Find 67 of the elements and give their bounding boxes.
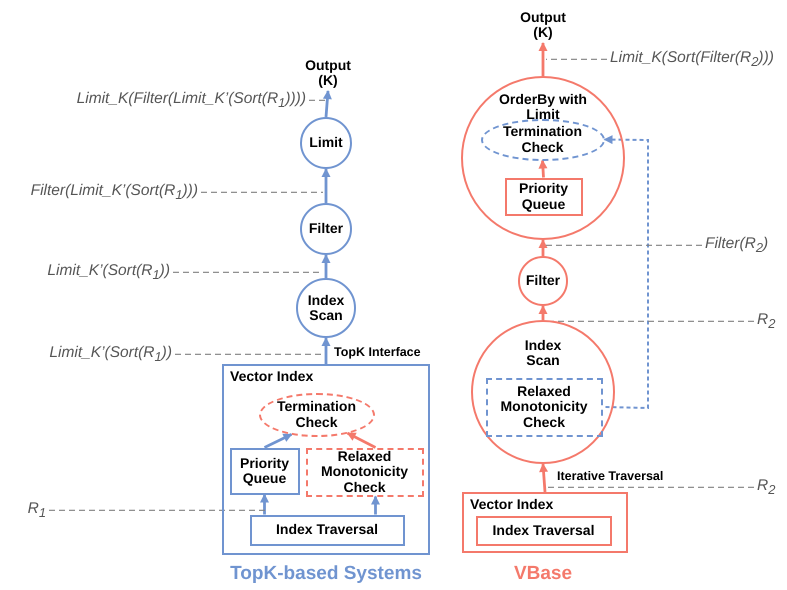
process-box [250, 514, 404, 546]
operator-circle [300, 117, 352, 169]
panel-caption: TopK-based Systems [230, 563, 422, 585]
arrow [604, 135, 649, 410]
node-label: Relaxed Monotonicity Check [499, 384, 589, 430]
operator-circle [461, 76, 625, 240]
arrow [538, 160, 548, 178]
node-label: Filter [526, 273, 560, 289]
formula-label: Filter(R$_{2}$) [705, 235, 768, 256]
node-label: Vector Index [230, 369, 314, 384]
node-label: Filter [308, 221, 344, 237]
arrow [322, 254, 330, 278]
arrow [371, 496, 380, 514]
leader-line [175, 354, 323, 355]
formula-label: R$_{2}$ [757, 311, 776, 332]
node-label: Vector Index [470, 497, 554, 512]
process-box [486, 378, 602, 436]
leader-line [546, 244, 702, 246]
arrow [346, 432, 376, 449]
node-label: Relaxed Monotonicity Check [320, 449, 410, 495]
leader-line [201, 192, 323, 193]
process-box [222, 364, 430, 555]
node-label: Index Scan [306, 292, 346, 324]
check-ellipse [480, 118, 604, 160]
leader-line [546, 58, 607, 60]
node-label: OrderBy with Limit [498, 92, 588, 122]
formula-label: Limit_K(Sort(Filter(R$_{2}$))) [610, 49, 774, 70]
formula-label: Filter(Limit_K’(Sort(R$_{1}$))) [30, 182, 198, 203]
process-box [462, 492, 628, 553]
node-label: Index Scan [524, 338, 562, 368]
formula-label: Limit_K’(Sort(R$_{1}$)) [49, 344, 172, 365]
operator-circle [518, 256, 568, 306]
node-label: Termination Check [502, 124, 584, 155]
process-box [306, 448, 424, 496]
leader-line [546, 486, 754, 488]
formula-label: Limit_K(Filter(Limit_K’(Sort(R$_{1}$)))) [76, 90, 306, 111]
operator-circle [296, 278, 356, 338]
arrow [538, 305, 548, 320]
process-box [504, 178, 582, 216]
arrow [322, 168, 330, 203]
node-label: Index Traversal [276, 522, 378, 538]
arrow [538, 239, 548, 256]
arrow [322, 90, 332, 118]
leader-line [49, 510, 265, 511]
operator-circle [471, 320, 615, 464]
node-label: Termination Check [276, 399, 358, 430]
edge-label: TopK Interface [333, 346, 422, 360]
arrow [260, 494, 269, 514]
arrow [539, 463, 548, 492]
arrow [264, 433, 292, 449]
arrow [322, 337, 330, 364]
formula-label: R$_{1}$ [28, 500, 46, 521]
operator-circle [300, 203, 352, 255]
arrow [538, 42, 548, 76]
node-label: Index Traversal [492, 522, 594, 538]
formula-label: R$_{2}$ [757, 477, 776, 498]
formula-label: Limit_K’(Sort(R$_{1}$)) [47, 262, 170, 283]
panel-caption: VBase [514, 563, 572, 585]
process-box [476, 516, 612, 546]
node-label: Priority Queue [518, 181, 569, 212]
output-label: Output (K) [511, 7, 575, 43]
check-ellipse [258, 392, 374, 436]
process-box [230, 448, 300, 494]
node-label: Limit [309, 135, 343, 151]
output-label: Output (K) [296, 55, 360, 91]
leader-line [309, 100, 325, 101]
node-label: Priority Queue [238, 456, 290, 486]
